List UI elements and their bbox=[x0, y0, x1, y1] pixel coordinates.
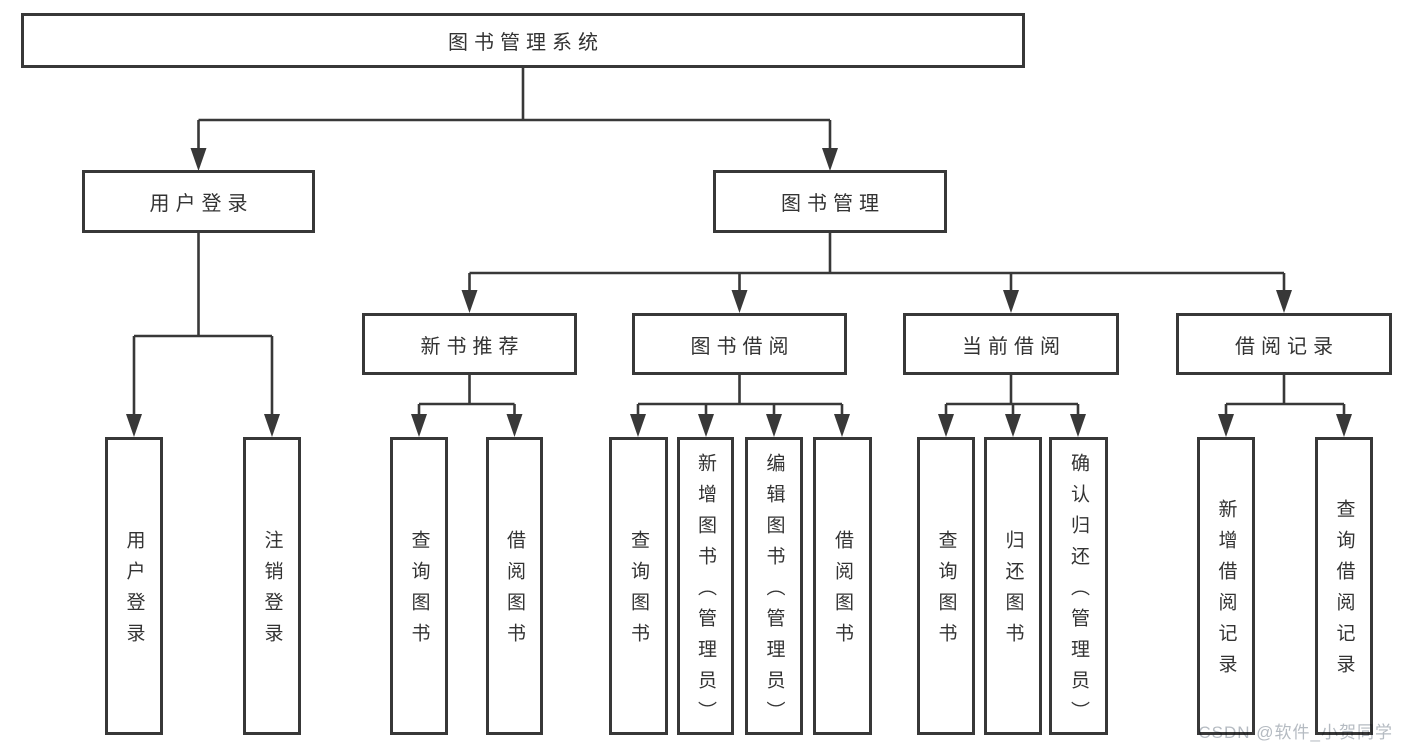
watermark: CSDN @软件_小贺同学 bbox=[1198, 723, 1393, 742]
node-current-borrowing-label: 当前借阅 bbox=[962, 335, 1066, 358]
connector-bookmgmt-to-level3 bbox=[461, 233, 1292, 313]
node-book-borrowing: 图书借阅 bbox=[632, 313, 847, 375]
connector-borrowrecord-to-leaves bbox=[1218, 375, 1352, 437]
node-book-management: 图书管理 bbox=[713, 170, 947, 233]
leaf-user-login: 用户登录 bbox=[105, 437, 163, 735]
leaf-query-books-current: 查询图书 bbox=[917, 437, 975, 735]
node-borrowing-records: 借阅记录 bbox=[1176, 313, 1392, 375]
leaf-add-borrow-record: 新增借阅记录 bbox=[1197, 437, 1255, 735]
node-user-login: 用户登录 bbox=[82, 170, 315, 233]
node-user-login-label: 用户登录 bbox=[149, 193, 254, 215]
node-new-book-recommend-label: 新书推荐 bbox=[420, 335, 525, 358]
leaf-borrow-books-borrowing: 借阅图书 bbox=[813, 437, 872, 735]
leaf-logout-login-label: 注销登录 bbox=[261, 530, 283, 654]
leaf-borrow-books-recommend: 借阅图书 bbox=[486, 437, 543, 735]
leaf-query-borrow-record-label: 查询借阅记录 bbox=[1333, 499, 1355, 685]
leaf-user-login-label: 用户登录 bbox=[123, 530, 145, 654]
leaf-query-borrow-record: 查询借阅记录 bbox=[1315, 437, 1373, 735]
leaf-add-borrow-record-label: 新增借阅记录 bbox=[1215, 499, 1237, 685]
leaf-edit-books-admin: 编辑图书（管理员） bbox=[745, 437, 803, 735]
leaf-borrow-books-borrowing-label: 借阅图书 bbox=[832, 530, 853, 654]
connector-currentborrow-to-leaves bbox=[938, 375, 1086, 437]
leaf-query-books-recommend-label: 查询图书 bbox=[408, 530, 430, 654]
node-book-management-label: 图书管理 bbox=[781, 193, 885, 215]
leaf-query-books-borrowing-label: 查询图书 bbox=[628, 530, 649, 654]
node-current-borrowing: 当前借阅 bbox=[903, 313, 1119, 375]
node-new-book-recommend: 新书推荐 bbox=[362, 313, 577, 375]
node-book-borrowing-label: 图书借阅 bbox=[690, 335, 795, 358]
leaf-confirm-return-admin: 确认归还（管理员） bbox=[1049, 437, 1108, 735]
connector-newbookrec-to-leaves bbox=[411, 375, 523, 437]
connector-userlogin-to-leaves bbox=[126, 233, 280, 437]
node-borrowing-records-label: 借阅记录 bbox=[1235, 335, 1339, 358]
leaf-query-books-current-label: 查询图书 bbox=[935, 530, 957, 654]
connector-root-to-level2 bbox=[190, 68, 838, 171]
leaf-add-books-admin-label: 新增图书（管理员） bbox=[695, 452, 716, 732]
node-root: 图书管理系统 bbox=[21, 13, 1025, 68]
leaf-confirm-return-admin-label: 确认归还（管理员） bbox=[1068, 452, 1089, 732]
leaf-add-books-admin: 新增图书（管理员） bbox=[677, 437, 734, 735]
leaf-query-books-recommend: 查询图书 bbox=[390, 437, 448, 735]
leaf-query-books-borrowing: 查询图书 bbox=[609, 437, 668, 735]
leaf-edit-books-admin-label: 编辑图书（管理员） bbox=[763, 452, 785, 732]
leaf-borrow-books-recommend-label: 借阅图书 bbox=[504, 530, 525, 654]
leaf-return-books-label: 归还图书 bbox=[1002, 530, 1024, 654]
node-root-label: 图书管理系统 bbox=[448, 32, 604, 54]
leaf-return-books: 归还图书 bbox=[984, 437, 1042, 735]
connector-bookborrow-to-leaves bbox=[630, 375, 850, 437]
leaf-logout-login: 注销登录 bbox=[243, 437, 301, 735]
